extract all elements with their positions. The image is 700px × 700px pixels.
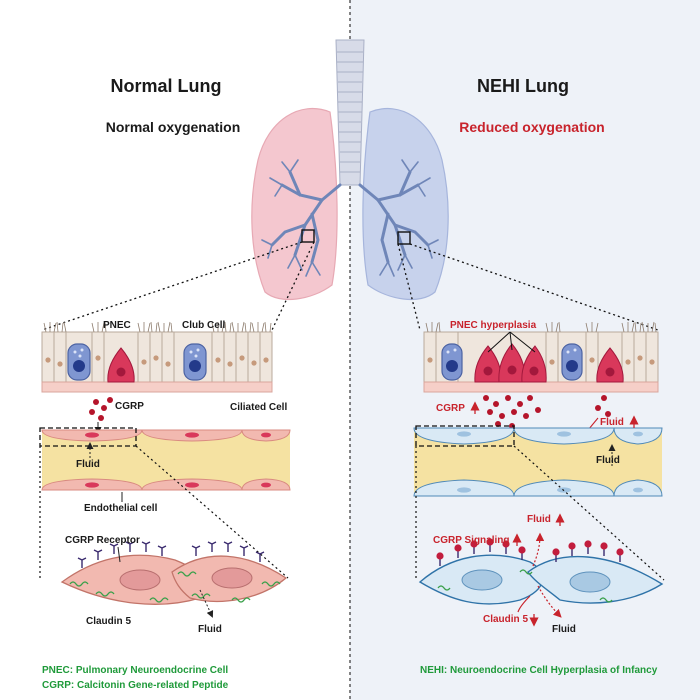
fluid-label-bottom-right: Fluid — [552, 624, 576, 635]
cgrp-label-left: CGRP — [115, 401, 144, 412]
footnote-pnec: PNEC: Pulmonary Neuroendocrine Cell — [42, 665, 228, 676]
nehi-lung-illustration — [358, 107, 449, 300]
pnec-label: PNEC — [103, 320, 131, 331]
endothelial-cell-label: Endothelial cell — [84, 503, 158, 514]
club-cell-label: Club Cell — [182, 320, 226, 331]
zoom-box-right — [397, 231, 411, 245]
claudin5-label-left: Claudin 5 — [86, 616, 131, 627]
cgrp-receptor-label: CGRP Receptor — [65, 535, 140, 546]
left-title: Normal Lung — [111, 76, 222, 96]
left-epithelium — [41, 321, 273, 393]
right-epithelium — [423, 321, 659, 393]
pnec-cell — [107, 347, 135, 383]
fluid-label-up-right: Fluid — [600, 417, 624, 428]
zoom-box-left — [301, 229, 315, 243]
fluid-label-cells-right: Fluid — [527, 514, 551, 525]
fluid-label-vessel-right: Fluid — [596, 455, 620, 466]
claudin5-label-right: Claudin 5 — [483, 614, 528, 625]
footnote-nehi: NEHI: Neuroendocrine Cell Hyperplasia of… — [420, 665, 658, 676]
right-title: NEHI Lung — [477, 76, 569, 96]
trachea — [335, 39, 365, 186]
change-arrows — [470, 401, 639, 627]
cgrp-signaling-label: CGRP Signaling — [433, 535, 510, 546]
left-zoom-lines — [39, 445, 289, 580]
pnec-hyperplasia-label: PNEC hyperplasia — [450, 320, 537, 331]
fluid-label-cells-left: Fluid — [198, 624, 222, 635]
pnec-cluster — [474, 343, 547, 383]
ciliated-cell-label: Ciliated Cell — [230, 402, 287, 413]
footnote-cgrp: CGRP: Calcitonin Gene-related Peptide — [42, 680, 229, 691]
zoom-lines — [41, 241, 659, 331]
right-zoom-lines — [415, 445, 665, 581]
fluid-label-vessel-left: Fluid — [76, 459, 100, 470]
left-subtitle: Normal oxygenation — [106, 119, 241, 135]
right-blood-vessel — [413, 425, 663, 497]
right-subtitle: Reduced oxygenation — [459, 119, 604, 135]
right-endothelial-cells — [418, 538, 664, 605]
left-cgrp-granules — [89, 397, 113, 421]
cgrp-label-right: CGRP — [436, 403, 465, 414]
pnec-cell — [596, 347, 624, 383]
